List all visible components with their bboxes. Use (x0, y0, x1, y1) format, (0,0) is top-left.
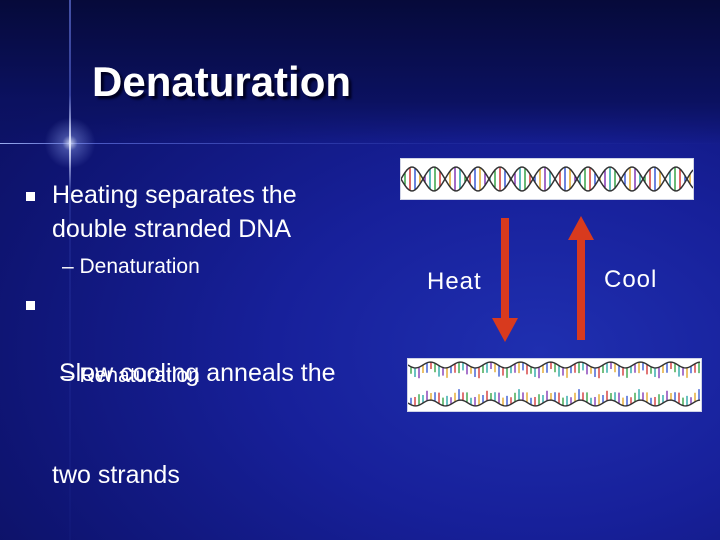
heat-label: Heat (427, 268, 482, 295)
bullet-2-text: Slow cooling anneals the two strands (52, 288, 336, 540)
bullet-marker-1 (26, 192, 35, 201)
heat-arrow-down (492, 218, 518, 342)
cool-arrow-up (568, 216, 594, 340)
bullet-marker-2 (26, 301, 35, 310)
double-helix-illustration (400, 166, 694, 192)
heat-arrow-head (492, 318, 518, 342)
bullet-2-subitem: – Renaturation (62, 364, 200, 387)
decorative-flare-streak (69, 95, 71, 191)
title-band (0, 0, 720, 145)
decorative-vertical-line (69, 0, 71, 540)
bullet-2-line-2: two strands (52, 461, 180, 489)
bullet-1-line-1: Heating separates the (52, 181, 297, 209)
single-strand-top (407, 361, 701, 369)
cool-arrow-head (568, 216, 594, 240)
bullet-2-line-1: Slow cooling anneals the (52, 359, 336, 387)
helix-strand-a (400, 166, 694, 192)
single-strand-bottom (407, 399, 701, 407)
slide-title: Denaturation (92, 58, 352, 105)
bullet-1-line-2: double stranded DNA (52, 215, 292, 243)
bullet-1-subitem: – Denaturation (62, 255, 200, 278)
bullet-1-text: Heating separates the double stranded DN… (52, 178, 297, 246)
helix-strand-b (400, 166, 694, 192)
dna-double-helix-image (400, 158, 694, 200)
cool-arrow-shaft (577, 236, 585, 340)
heat-arrow-shaft (501, 218, 509, 322)
decorative-horizontal-line (0, 143, 720, 144)
dna-separated-strands-image (407, 358, 702, 412)
separated-strands-illustration (407, 361, 701, 407)
cool-label: Cool (604, 266, 658, 293)
